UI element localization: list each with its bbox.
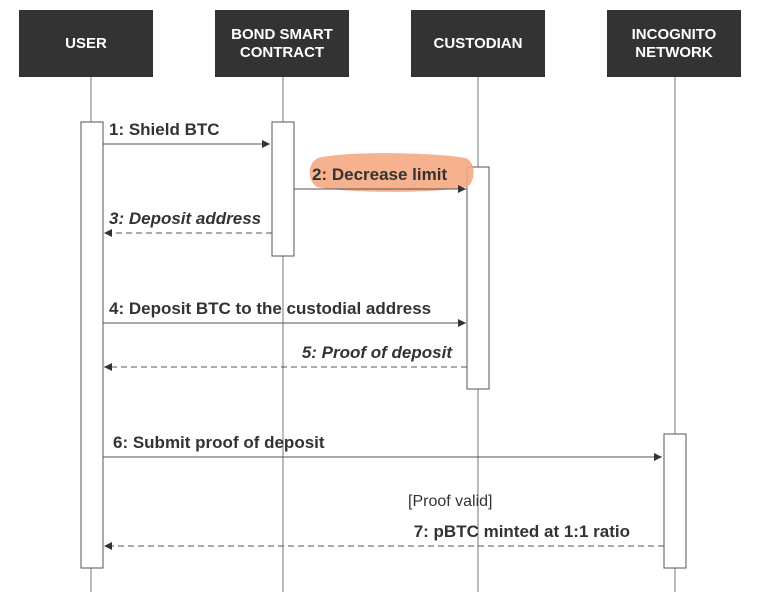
message-label-6: 6: Submit proof of deposit: [113, 433, 325, 452]
guard-condition: [Proof valid]: [408, 493, 492, 510]
message-label-3: 3: Deposit address: [109, 209, 261, 228]
highlight-marker: [309, 153, 474, 192]
message-label-5: 5: Proof of deposit: [302, 343, 454, 362]
message-label-4: 4: Deposit BTC to the custodial address: [109, 299, 431, 318]
participant-custodian: CUSTODIAN: [411, 10, 545, 77]
message-label-1: 1: Shield BTC: [109, 120, 220, 139]
participant-bond-smart-contract: BOND SMART CONTRACT: [215, 10, 349, 77]
participant-incognito-network: INCOGNITO NETWORK: [607, 10, 741, 77]
message-label-2: 2: Decrease limit: [312, 165, 447, 184]
activation-incognito-network: [663, 433, 687, 569]
message-label-7: 7: pBTC minted at 1:1 ratio: [414, 522, 630, 541]
activation-user: [80, 121, 104, 569]
activation-bond-smart-contract: [271, 121, 295, 257]
participant-user: USER: [19, 10, 153, 77]
activation-custodian: [466, 166, 490, 390]
